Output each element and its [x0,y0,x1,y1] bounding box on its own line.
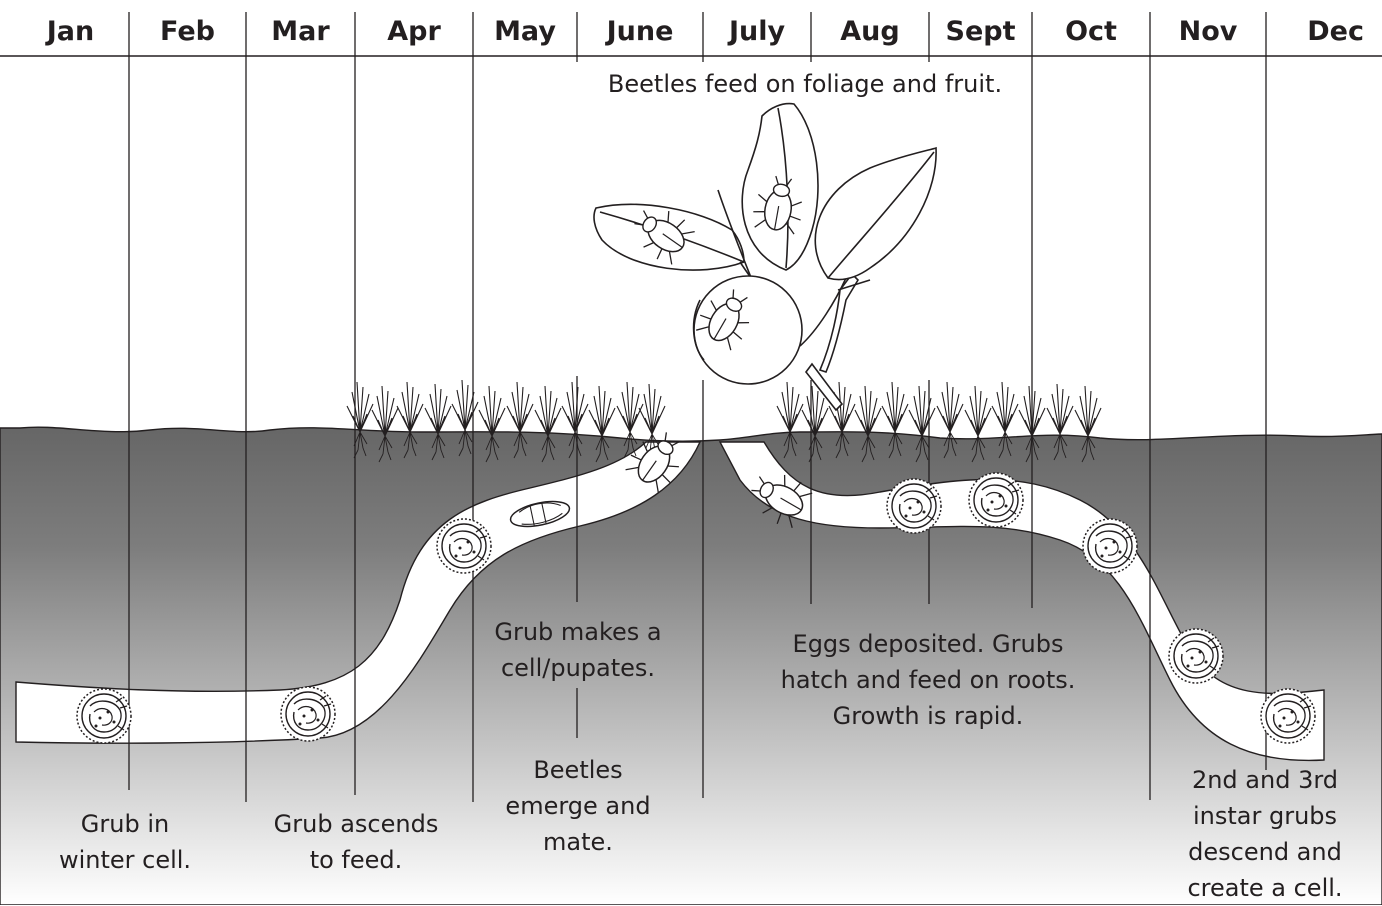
grub-descending-2 [1169,629,1223,683]
caption-grub-pupates: Grub makes a cell/pupates. [470,614,686,686]
month-nov: Nov [1150,12,1266,52]
month-july: July [703,12,811,52]
month-jan: Jan [12,12,129,52]
grub-descending [1083,519,1137,573]
caption-instar-descend: 2nd and 3rd instar grubs descend and cre… [1150,762,1380,906]
month-oct: Oct [1032,12,1150,52]
grub-ascending [281,687,335,741]
caption-beetles-feed: Beetles feed on foliage and fruit. [570,66,1040,102]
month-mar: Mar [246,12,355,52]
caption-beetles-emerge: Beetles emerge and mate. [480,752,676,860]
month-june: June [577,12,703,52]
grub-ascending-2 [437,519,491,573]
month-sept: Sept [929,12,1032,52]
month-dec: Dec [1266,12,1382,52]
grub-winter [77,689,131,743]
caption-grub-winter: Grub in winter cell. [30,806,220,878]
caption-eggs-deposited: Eggs deposited. Grubs hatch and feed on … [748,626,1108,734]
grub-new-cell [1261,689,1315,743]
month-feb: Feb [129,12,246,52]
month-apr: Apr [355,12,473,52]
grub-young-1 [887,479,941,533]
month-aug: Aug [811,12,929,52]
grub-young-2 [969,473,1023,527]
caption-grub-ascends: Grub ascends to feed. [250,806,462,878]
plant-illustration [594,104,936,410]
month-may: May [473,12,577,52]
leaf-right [815,148,936,280]
